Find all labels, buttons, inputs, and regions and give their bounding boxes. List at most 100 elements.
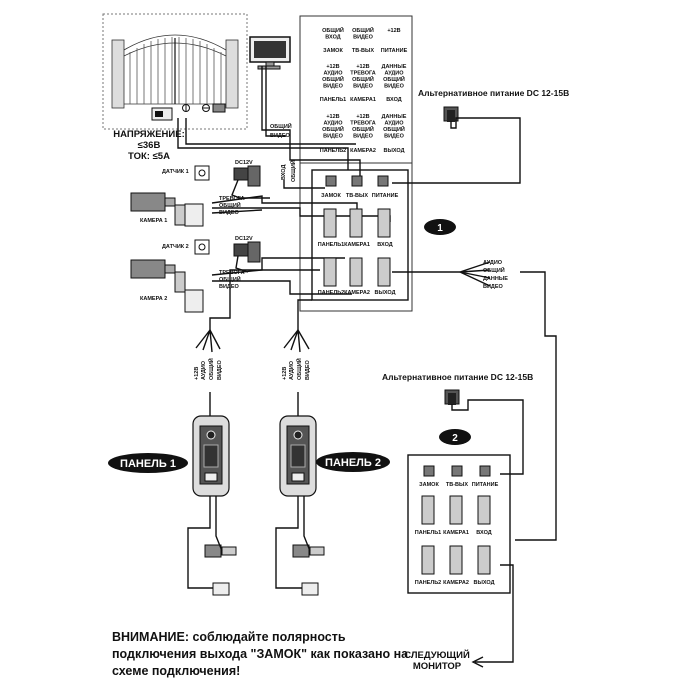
camera1-label: КАМЕРА 1 (140, 218, 167, 224)
alt-power-label-2: Альтернативное питание DC 12-15В (382, 372, 533, 382)
monitor2-number: 2 (452, 433, 458, 444)
legend-r3c0: ПАНЕЛЬ1 (320, 97, 346, 103)
m2-top-0: ЗАМОК (419, 482, 439, 488)
m1-top-0: ЗАМОК (321, 193, 341, 199)
vhod-wire-common: ОБЩИЙ (289, 160, 297, 182)
p1-wire-video: ВИДЕО (217, 359, 223, 380)
bus-wire-audio: АУДИО (483, 260, 503, 266)
legend-line: ТРЕВОГА (350, 71, 376, 77)
voltage-note: НАПРЯЖЕНИЕ: ≤36В ТОК: ≤5А (104, 129, 194, 162)
p2-wire-common: ОБЩИЙ (295, 358, 303, 380)
m1-top-1: ТВ-ВЫХ (346, 193, 369, 199)
legend-box (299, 15, 413, 164)
voltage-line-1: НАПРЯЖЕНИЕ: (113, 129, 185, 140)
p1-wire-common: ОБЩИЙ (207, 358, 215, 380)
next-monitor-label: СЛЕДУЮЩИЙ МОНИТОР (404, 650, 470, 672)
alt-power-label-1: Альтернативное питание DC 12-15В (418, 88, 569, 98)
bus-wire-data: ДАННЫЕ (483, 276, 508, 282)
lock-connector-1-icon (204, 544, 237, 596)
p1-wire-12v: +12В (194, 367, 200, 380)
legend-line: ОБЩИЙ (352, 125, 374, 133)
legend-line: ВИДЕО (384, 84, 405, 90)
voltage-line-2: ≤36В (137, 140, 161, 151)
monitor1-number: 1 (437, 223, 443, 234)
polarity-warning: ВНИМАНИЕ: соблюдайте полярность подключе… (112, 630, 409, 678)
legend-r1c2: ПИТАНИЕ (381, 48, 408, 54)
legend-line: АУДИО (384, 71, 404, 77)
cam1-wire-alarm: ТРЕВОГА (219, 196, 245, 202)
vhod-wire-input: ВХОД (281, 165, 287, 180)
sensor1-label: ДАТЧИК 1 (162, 169, 189, 175)
legend-r5c0: ПАНЕЛЬ2 (320, 148, 346, 154)
m2-top-1: ТВ-ВЫХ (446, 482, 469, 488)
door-panel-1-icon (192, 415, 230, 497)
legend-line: ОБЩИЙ (352, 75, 374, 83)
panel2-label-badge (316, 452, 390, 472)
m1-bot-1: КАМЕРА2 (344, 290, 370, 296)
tv-wire-video: ВИДЕО (270, 133, 291, 139)
legend-r0c2: +12В (387, 28, 400, 34)
legend-line: ОБЩИЙ (383, 75, 405, 83)
legend-line: ВХОД (325, 35, 340, 41)
cam1-wire-common: ОБЩИЙ (219, 201, 241, 209)
power-adapter-alt2-icon (444, 389, 460, 405)
lock-connector-2-icon (292, 544, 325, 596)
panel1-label-badge (108, 453, 188, 473)
voltage-line-3: ТОК: ≤5А (128, 151, 170, 162)
m2-bot-0: ПАНЕЛЬ2 (415, 580, 441, 586)
monitor2-number-badge (439, 429, 471, 445)
m1-bot-0: ПАНЕЛЬ2 (318, 290, 344, 296)
cam2-wire-video: ВИДЕО (219, 284, 240, 290)
sensor2-label: ДАТЧИК 2 (162, 244, 189, 250)
legend-line: ВИДЕО (353, 35, 374, 41)
legend-line: АУДИО (384, 121, 404, 127)
power-adapter-cam2-icon (233, 241, 261, 263)
camera1-icon (130, 192, 204, 227)
legend-line: ОБЩИЙ (322, 125, 344, 133)
legend-r5c2: ВЫХОД (383, 148, 404, 154)
tv-monitor-icon (249, 36, 291, 70)
panel2-label: ПАНЕЛЬ 2 (325, 457, 381, 469)
m2-mid-2: ВХОД (476, 530, 491, 536)
p1-wire-audio: АУДИО (201, 360, 207, 380)
m2-bot-1: КАМЕРА2 (443, 580, 469, 586)
m1-bot-2: ВЫХОД (374, 290, 395, 296)
panel1-label: ПАНЕЛЬ 1 (120, 458, 176, 470)
tv-wire-common: ОБЩИЙ (270, 122, 292, 130)
legend-line: ОБЩИЙ (383, 125, 405, 133)
sensor1-icon (194, 165, 210, 181)
sensor2-icon (194, 239, 210, 255)
camera2-label: КАМЕРА 2 (140, 296, 167, 302)
m1-top-2: ПИТАНИЕ (372, 193, 399, 199)
legend-r1c0: ЗАМОК (323, 48, 343, 54)
legend-line: ВИДЕО (353, 84, 374, 90)
lock-device-icon (151, 103, 226, 121)
cam2-wire-alarm: ТРЕВОГА (219, 270, 245, 276)
legend-line: АУДИО (323, 71, 343, 77)
legend-line: ТРЕВОГА (350, 121, 376, 127)
m2-mid-1: КАМЕРА1 (443, 530, 469, 536)
gate-frame (102, 13, 248, 130)
wiring (177, 66, 557, 668)
m1-mid-1: КАМЕРА1 (344, 242, 370, 248)
legend-line: ВИДЕО (323, 84, 344, 90)
p2-wire-video: ВИДЕО (305, 359, 311, 380)
cam2-wire-common: ОБЩИЙ (219, 275, 241, 283)
bus-wire-common: ОБЩИЙ (483, 266, 505, 274)
legend-line: АУДИО (323, 121, 343, 127)
legend-r3c2: ВХОД (386, 97, 401, 103)
p2-wire-12v: +12В (282, 367, 288, 380)
legend-r3c1: КАМЕРА1 (350, 97, 376, 103)
gate-image (111, 34, 239, 109)
legend-line: ОБЩИЙ (322, 75, 344, 83)
m1-mid-2: ВХОД (377, 242, 392, 248)
camera2-icon (130, 259, 204, 313)
